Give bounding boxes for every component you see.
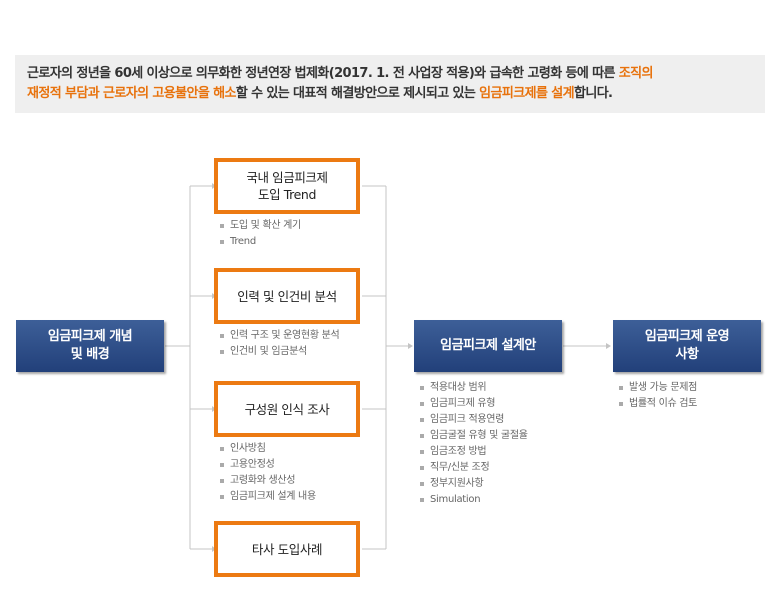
intro-text-segment: 합니다. [573, 86, 613, 101]
member-perception-bullets: 인사방침 고용안정성 고령화와 생산성 임금피크제 설계 내용 [218, 441, 316, 505]
intro-text: 근로자의 정년을 60세 이상으로 의무화한 정년연장 법제화(2017. 1.… [15, 55, 765, 113]
bullet-item: 적용대상 범위 [418, 380, 528, 396]
bullet-item: 인력 구조 및 운영현황 분석 [218, 328, 340, 344]
bullet-item: 법률적 이슈 검토 [617, 396, 697, 412]
bullet-item: 인사방침 [218, 441, 316, 457]
bullet-item: 직무/신분 조정 [418, 460, 528, 476]
box-label: 사항 [675, 347, 699, 362]
bullet-item: 도입 및 확산 계기 [218, 218, 301, 234]
design-proposal-box: 임금피크제 설계안 [414, 320, 562, 372]
arrow-icon [606, 343, 611, 349]
bullet-item: 임금피크 적용연령 [418, 412, 528, 428]
box-label: 임금피크제 운영 [644, 329, 730, 344]
box-label: 타사 도입사례 [251, 541, 323, 557]
box-label: 구성원 인식 조사 [244, 401, 330, 417]
bullet-item: Trend [218, 234, 301, 250]
bullet-item: 정부지원사항 [418, 476, 528, 492]
highlight-text: 조직의 [618, 66, 654, 81]
highlight-text: 임금피크제를 설계 [479, 86, 574, 101]
concept-background-box: 임금피크제 개념 및 배경 [16, 320, 164, 372]
highlight-text: 재정적 부담과 근로자의 고용불안을 해소 [27, 86, 236, 101]
domestic-trend-bullets: 도입 및 확산 계기 Trend [218, 218, 301, 250]
workforce-cost-bullets: 인력 구조 및 운영현황 분석 인건비 및 임금분석 [218, 328, 340, 360]
intro-text-segment: 근로자의 정년을 60세 이상으로 의무화한 정년연장 법제화(2017. 1.… [27, 66, 619, 81]
intro-text-segment: 할 수 있는 대표적 해결방안으로 제시되고 있는 [235, 86, 480, 101]
workforce-cost-analysis-box: 인력 및 인건비 분석 [214, 268, 360, 324]
arrow-icon [408, 343, 413, 349]
bullet-item: Simulation [418, 492, 528, 508]
bullet-item: 고령화와 생산성 [218, 473, 316, 489]
domestic-trend-box: 국내 임금피크제 도입 Trend [214, 158, 360, 214]
operation-matters-bullets: 발생 가능 문제점 법률적 이슈 검토 [617, 380, 697, 412]
box-label: 도입 Trend [258, 187, 316, 202]
bullet-item: 임금조정 방법 [418, 444, 528, 460]
other-company-cases-box: 타사 도입사례 [214, 521, 360, 577]
box-label: 및 배경 [70, 347, 110, 362]
box-label: 인력 및 인건비 분석 [237, 288, 337, 304]
bullet-item: 임금피크제 유형 [418, 396, 528, 412]
bullet-item: 임금굴절 유형 및 굴절율 [418, 428, 528, 444]
operation-matters-box: 임금피크제 운영 사항 [613, 320, 761, 372]
member-perception-survey-box: 구성원 인식 조사 [214, 381, 360, 437]
box-label: 임금피크제 설계안 [440, 338, 536, 353]
bullet-item: 고용안정성 [218, 457, 316, 473]
bullet-item: 발생 가능 문제점 [617, 380, 697, 396]
design-proposal-bullets: 적용대상 범위 임금피크제 유형 임금피크 적용연령 임금굴절 유형 및 굴절율… [418, 380, 528, 508]
box-label: 국내 임금피크제 [246, 170, 328, 185]
bullet-item: 인건비 및 임금분석 [218, 344, 339, 360]
box-label: 임금피크제 개념 [47, 329, 133, 344]
bullet-item: 임금피크제 설계 내용 [218, 489, 316, 505]
